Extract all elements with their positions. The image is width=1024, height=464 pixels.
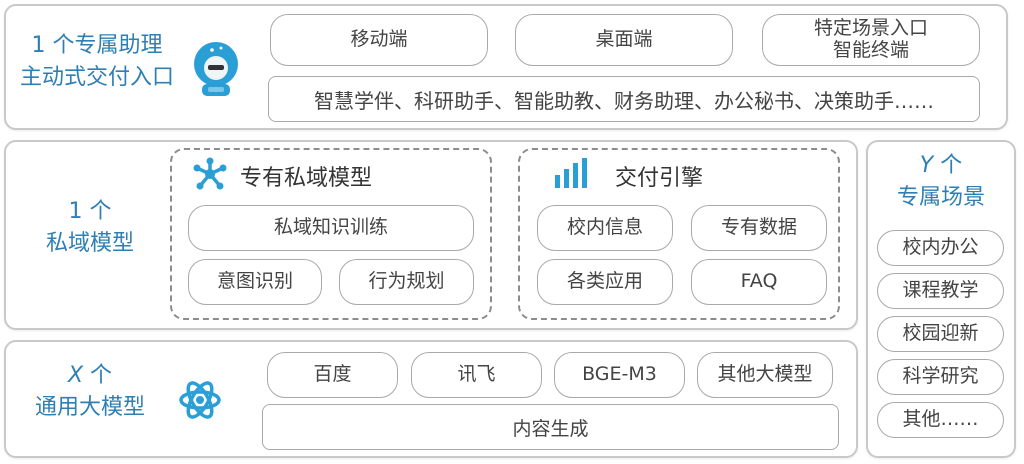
scenario-campus-office[interactable]: 校内办公 bbox=[877, 230, 1004, 266]
scenarios-count: Y 个 bbox=[866, 150, 1016, 182]
private-model-count: 1 个 bbox=[68, 199, 112, 224]
item-proprietary-data[interactable]: 专有数据 bbox=[691, 205, 827, 251]
scenario-research[interactable]: 科学研究 bbox=[877, 359, 1004, 395]
scenario-course-teaching[interactable]: 课程教学 bbox=[877, 273, 1004, 309]
scenarios-label: Y 个 专属场景 bbox=[866, 150, 1016, 214]
content-generation-label: 内容生成 bbox=[512, 417, 589, 440]
item-label: 专有数据 bbox=[720, 216, 797, 239]
model-xunfei[interactable]: 讯飞 bbox=[411, 352, 542, 398]
assistant-label-line2: 主动式交付入口 bbox=[19, 64, 174, 90]
item-label: 私域知识训练 bbox=[273, 216, 388, 239]
robot-assistant-icon bbox=[190, 38, 242, 100]
item-label: 意图识别 bbox=[216, 270, 293, 293]
item-label: 各类应用 bbox=[566, 270, 643, 293]
item-label: FAQ bbox=[740, 270, 778, 293]
model-label: BGE-M3 bbox=[582, 363, 657, 386]
network-nodes-icon bbox=[193, 157, 227, 191]
model-label: 讯飞 bbox=[457, 363, 496, 386]
scenarios-count-text: 个 bbox=[933, 153, 963, 178]
item-behavior-planning[interactable]: 行为规划 bbox=[339, 259, 474, 305]
entry-mobile[interactable]: 移动端 bbox=[270, 14, 488, 66]
private-model-layer-label: 1 个 私域模型 bbox=[10, 196, 170, 260]
scenario-others[interactable]: 其他…… bbox=[877, 402, 1004, 438]
general-model-name: 通用大模型 bbox=[34, 394, 145, 420]
private-model-name: 私域模型 bbox=[45, 230, 134, 256]
assistant-roles-text: 智慧学伴、科研助手、智能助教、财务助理、办公秘书、决策助手…… bbox=[314, 88, 934, 113]
assistant-roles-bar: 智慧学伴、科研助手、智能助教、财务助理、办公秘书、决策助手…… bbox=[268, 76, 980, 122]
content-generation-bar: 内容生成 bbox=[262, 404, 839, 450]
entry-terminal[interactable]: 特定场景入口 智能终端 bbox=[762, 14, 980, 66]
scenarios-var: Y bbox=[919, 153, 934, 178]
private-model-box bbox=[170, 148, 492, 320]
general-model-count-text: 个 bbox=[83, 363, 113, 388]
entry-mobile-label: 移动端 bbox=[350, 28, 408, 51]
scenario-label: 课程教学 bbox=[902, 279, 979, 302]
item-applications[interactable]: 各类应用 bbox=[537, 259, 673, 305]
model-bge-m3[interactable]: BGE-M3 bbox=[554, 352, 685, 398]
scenario-label: 科学研究 bbox=[902, 365, 979, 388]
bar-chart-icon bbox=[554, 157, 590, 189]
atom-icon bbox=[178, 378, 222, 422]
general-model-var: X bbox=[67, 363, 84, 388]
item-campus-info[interactable]: 校内信息 bbox=[537, 205, 673, 251]
scenarios-name: 专属场景 bbox=[896, 184, 985, 210]
model-label: 其他大模型 bbox=[717, 363, 813, 386]
item-label: 校内信息 bbox=[566, 216, 643, 239]
scenario-label: 校内办公 bbox=[902, 236, 979, 259]
assistant-layer-label: 1 个专属助理 主动式交付入口 bbox=[8, 30, 186, 94]
entry-terminal-line1: 特定场景入口 bbox=[813, 17, 928, 40]
general-model-layer-label: X 个 通用大模型 bbox=[20, 360, 160, 424]
scenario-label: 其他…… bbox=[902, 408, 979, 431]
private-model-box-title: 专有私域模型 bbox=[240, 166, 373, 191]
item-label: 行为规划 bbox=[368, 270, 445, 293]
entry-terminal-line2: 智能终端 bbox=[832, 39, 909, 61]
scenario-label: 校园迎新 bbox=[902, 322, 979, 345]
general-model-count: X 个 bbox=[20, 360, 160, 392]
model-label: 百度 bbox=[313, 363, 352, 386]
assistant-label-line1: 1 个专属助理 bbox=[31, 33, 163, 58]
delivery-engine-box bbox=[518, 148, 840, 320]
entry-desktop[interactable]: 桌面端 bbox=[515, 14, 733, 66]
model-others[interactable]: 其他大模型 bbox=[697, 352, 833, 398]
model-baidu[interactable]: 百度 bbox=[267, 352, 398, 398]
scenario-freshman-welcome[interactable]: 校园迎新 bbox=[877, 316, 1004, 352]
item-intent-recognition[interactable]: 意图识别 bbox=[188, 259, 322, 305]
delivery-engine-title: 交付引擎 bbox=[615, 166, 704, 191]
item-private-knowledge-training[interactable]: 私域知识训练 bbox=[188, 205, 474, 251]
entry-desktop-label: 桌面端 bbox=[595, 28, 653, 51]
item-faq[interactable]: FAQ bbox=[691, 259, 827, 305]
